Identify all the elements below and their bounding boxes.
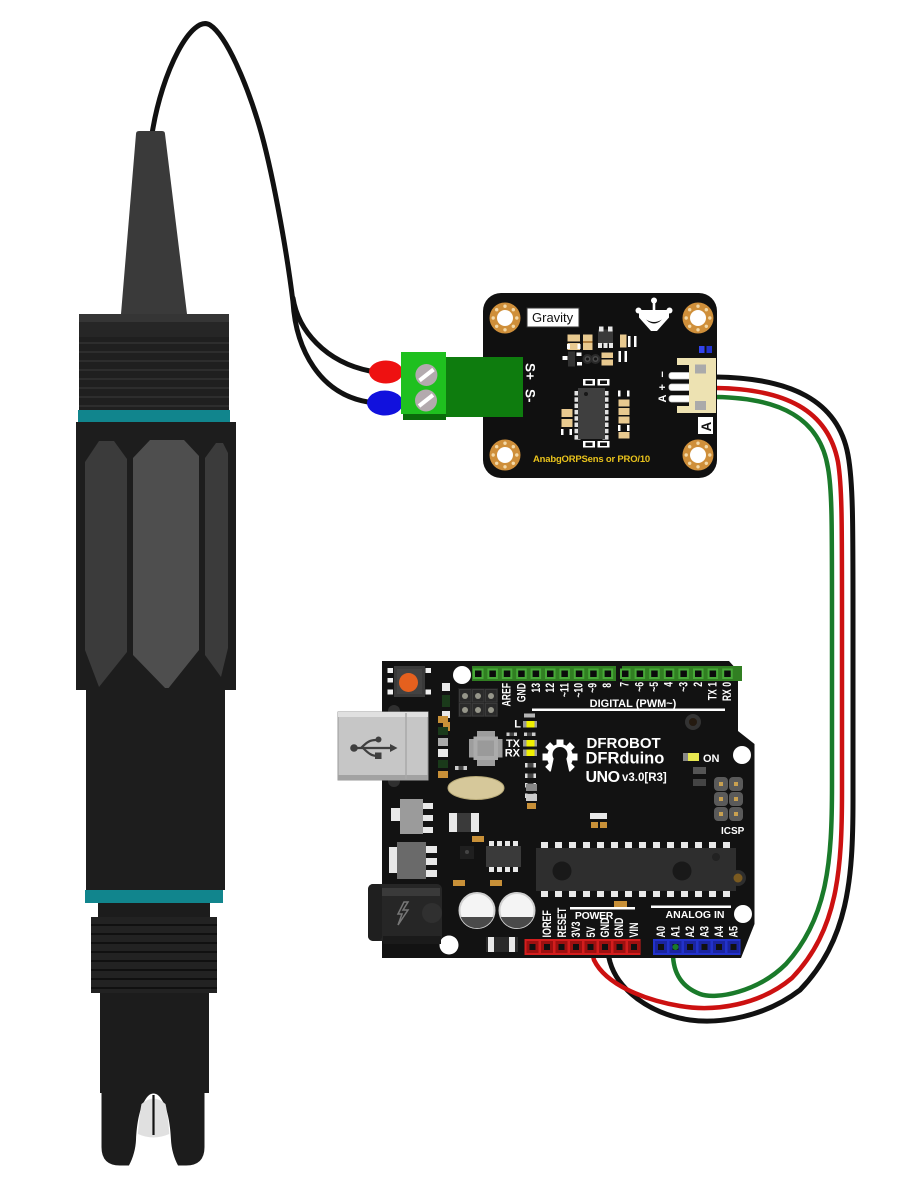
svg-text:ICSP: ICSP	[721, 826, 745, 837]
svg-text:L: L	[514, 719, 521, 731]
svg-text:VIN: VIN	[629, 923, 641, 938]
svg-text:GND: GND	[614, 918, 626, 938]
svg-text:POWER: POWER	[575, 910, 614, 922]
svg-text:UNO: UNO	[586, 769, 620, 786]
svg-text:TX: TX	[506, 738, 521, 750]
svg-text:3V3: 3V3	[571, 921, 583, 937]
svg-text:13: 13	[531, 683, 543, 693]
svg-text:+: +	[657, 384, 669, 390]
svg-text:GND: GND	[516, 683, 528, 702]
svg-text:4: 4	[663, 682, 675, 687]
svg-text:A2: A2	[685, 926, 697, 938]
svg-text:A3: A3	[700, 926, 712, 938]
svg-text:RX 0: RX 0	[722, 682, 734, 701]
svg-text:~3: ~3	[678, 682, 690, 692]
svg-text:DIGITAL (PWM~): DIGITAL (PWM~)	[590, 698, 677, 710]
svg-text:DFROBOT: DFROBOT	[587, 735, 661, 752]
svg-text:Gravity: Gravity	[532, 310, 574, 325]
svg-text:RESET: RESET	[557, 907, 569, 937]
svg-text:RX: RX	[505, 748, 521, 760]
svg-text:A: A	[657, 395, 669, 403]
svg-text:GND: GND	[600, 918, 612, 938]
svg-text:A1: A1	[671, 926, 683, 938]
svg-text:DFRduino: DFRduino	[586, 750, 665, 768]
svg-text:~9: ~9	[587, 683, 599, 693]
svg-text:S-: S-	[523, 389, 538, 403]
svg-text:IOREF: IOREF	[542, 910, 554, 937]
svg-text:~6: ~6	[634, 682, 646, 692]
svg-text:−: −	[657, 371, 669, 377]
svg-text:2: 2	[693, 682, 705, 687]
svg-text:A: A	[699, 422, 714, 432]
svg-text:5V: 5V	[586, 926, 598, 937]
svg-text:ANALOG IN: ANALOG IN	[666, 909, 725, 921]
svg-text:TX 1: TX 1	[707, 682, 719, 700]
svg-text:S+: S+	[523, 363, 538, 380]
svg-text:v3.0[R3]: v3.0[R3]	[622, 772, 667, 784]
svg-text:~10: ~10	[573, 683, 585, 698]
svg-text:A5: A5	[729, 926, 741, 938]
svg-text:8: 8	[602, 683, 614, 688]
svg-text:12: 12	[545, 683, 557, 693]
svg-text:AnabgORPSens or PRO/10: AnabgORPSens or PRO/10	[533, 454, 650, 465]
svg-text:ON: ON	[703, 753, 720, 765]
svg-text:AREF: AREF	[501, 683, 513, 706]
svg-text:7: 7	[619, 682, 631, 687]
svg-text:A0: A0	[656, 926, 668, 938]
svg-text:~11: ~11	[559, 683, 571, 697]
svg-text:A4: A4	[714, 926, 726, 938]
svg-text:~5: ~5	[649, 682, 661, 692]
